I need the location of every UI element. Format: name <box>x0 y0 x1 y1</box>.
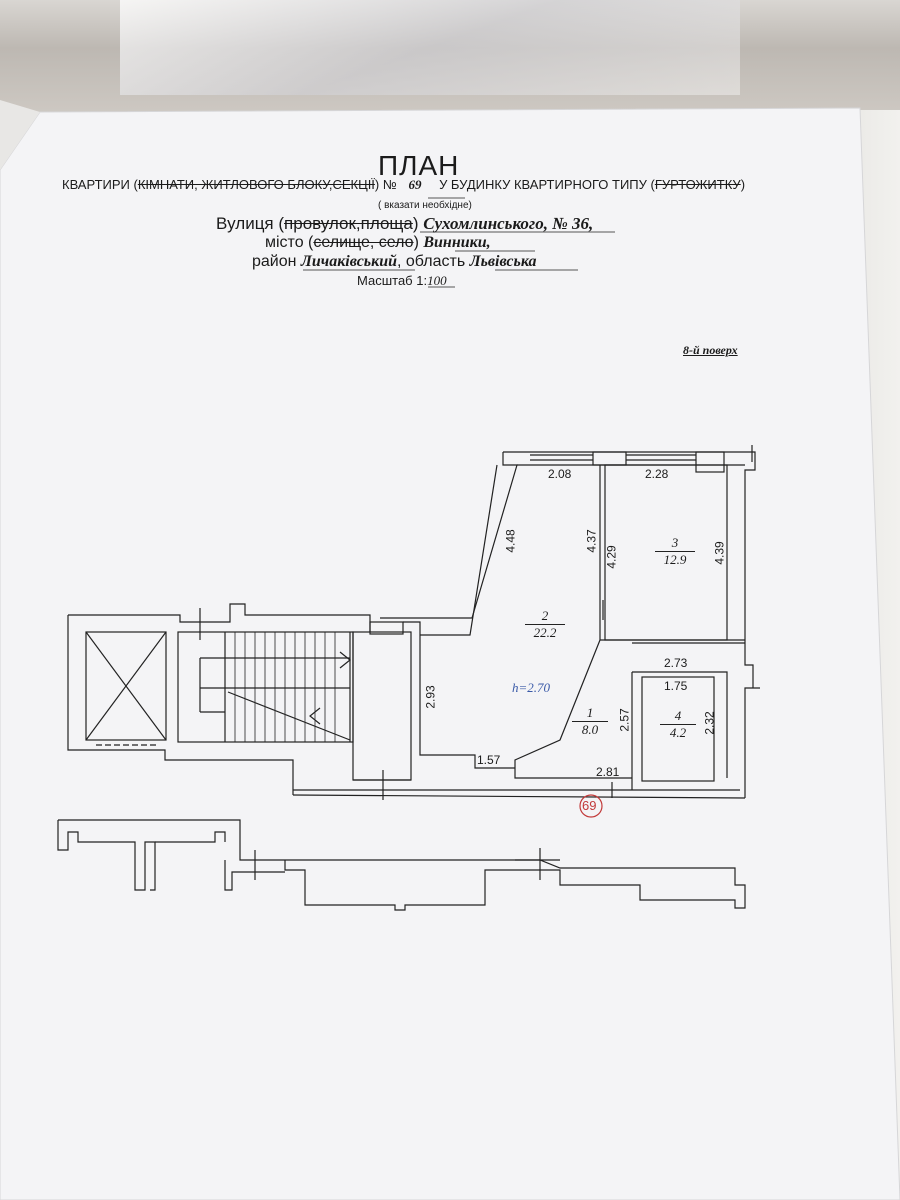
room-2-area: 22.2 <box>525 624 565 641</box>
dim-2-32: 2.32 <box>702 711 717 735</box>
room-4-number: 4 <box>674 708 682 723</box>
region-value: Львівська <box>469 253 537 270</box>
room-2-label: 2 22.2 <box>525 608 565 641</box>
dim-4-48: 4.48 <box>503 529 518 553</box>
city-label: місто ( <box>265 234 314 251</box>
room-3-number: 3 <box>671 535 679 550</box>
region-label: , область <box>397 253 466 270</box>
district-value: Личаківський <box>300 253 398 270</box>
building-text: У БУДИНКУ КВАРТИРНОГО ТИПУ ( <box>439 177 655 192</box>
plastic-glare <box>120 0 740 95</box>
room-2-number: 2 <box>541 608 549 623</box>
street-value: Сухомлинського, № 36, <box>423 214 594 233</box>
header-prefix: КВАРТИРИ ( <box>62 177 138 192</box>
city-value: Винники, <box>423 234 491 251</box>
dim-4-39: 4.39 <box>712 541 727 565</box>
dim-1-75: 1.75 <box>664 679 688 693</box>
header-line: КВАРТИРИ (КІМНАТИ, ЖИТЛОВОГО БЛОКУ,СЕКЦІ… <box>62 177 745 193</box>
district-label: район <box>252 253 297 270</box>
dim-1-57: 1.57 <box>477 753 501 767</box>
room-3-area: 12.9 <box>655 551 695 568</box>
room-4-label: 4 4.2 <box>660 708 696 741</box>
header-note: ( вказати необхідне) <box>378 200 472 211</box>
scale-value: 100 <box>427 273 447 288</box>
room-1-label: 1 8.0 <box>572 705 608 738</box>
city-line: місто (селище, село) Винники, <box>265 234 491 252</box>
struck-building: ГУРТОЖИТКУ <box>654 177 741 192</box>
district-line: район Личаківський, область Львівська <box>252 253 537 271</box>
dim-2-08: 2.08 <box>548 467 572 481</box>
room-3-label: 3 12.9 <box>655 535 695 568</box>
ceiling-height: h=2.70 <box>512 680 551 695</box>
city-close: ) <box>413 234 419 251</box>
street-label: Вулиця ( <box>216 214 285 233</box>
scale-label: Масштаб 1: <box>357 273 428 288</box>
building-close: ) <box>740 177 746 192</box>
room-1-number: 1 <box>586 705 594 720</box>
dim-2-73: 2.73 <box>664 656 688 670</box>
room-4-area: 4.2 <box>660 724 696 741</box>
street-line: Вулиця (провулок,площа) Сухомлинського, … <box>216 214 593 234</box>
apartment-mark: 69 <box>582 798 597 813</box>
street-close: ) <box>412 214 419 233</box>
number-label: ) № <box>374 177 397 192</box>
dim-2-81: 2.81 <box>596 765 620 779</box>
dim-2-93: 2.93 <box>423 685 438 709</box>
struck-types: КІМНАТИ, ЖИТЛОВОГО БЛОКУ,СЕКЦІЇ <box>137 177 375 192</box>
dim-4-29: 4.29 <box>604 545 619 569</box>
room-1-area: 8.0 <box>572 721 608 738</box>
dim-2-28: 2.28 <box>645 467 669 481</box>
street-struck: провулок,площа <box>284 214 413 233</box>
scale-line: Масштаб 1:100 <box>357 273 447 289</box>
city-struck: селище, село <box>313 234 414 251</box>
apartment-number: 69 <box>408 177 422 192</box>
dim-2-57: 2.57 <box>617 708 632 732</box>
page-title: ПЛАН <box>378 150 460 181</box>
floor-label: 8-й поверх <box>683 343 738 357</box>
dim-4-37: 4.37 <box>584 529 599 553</box>
